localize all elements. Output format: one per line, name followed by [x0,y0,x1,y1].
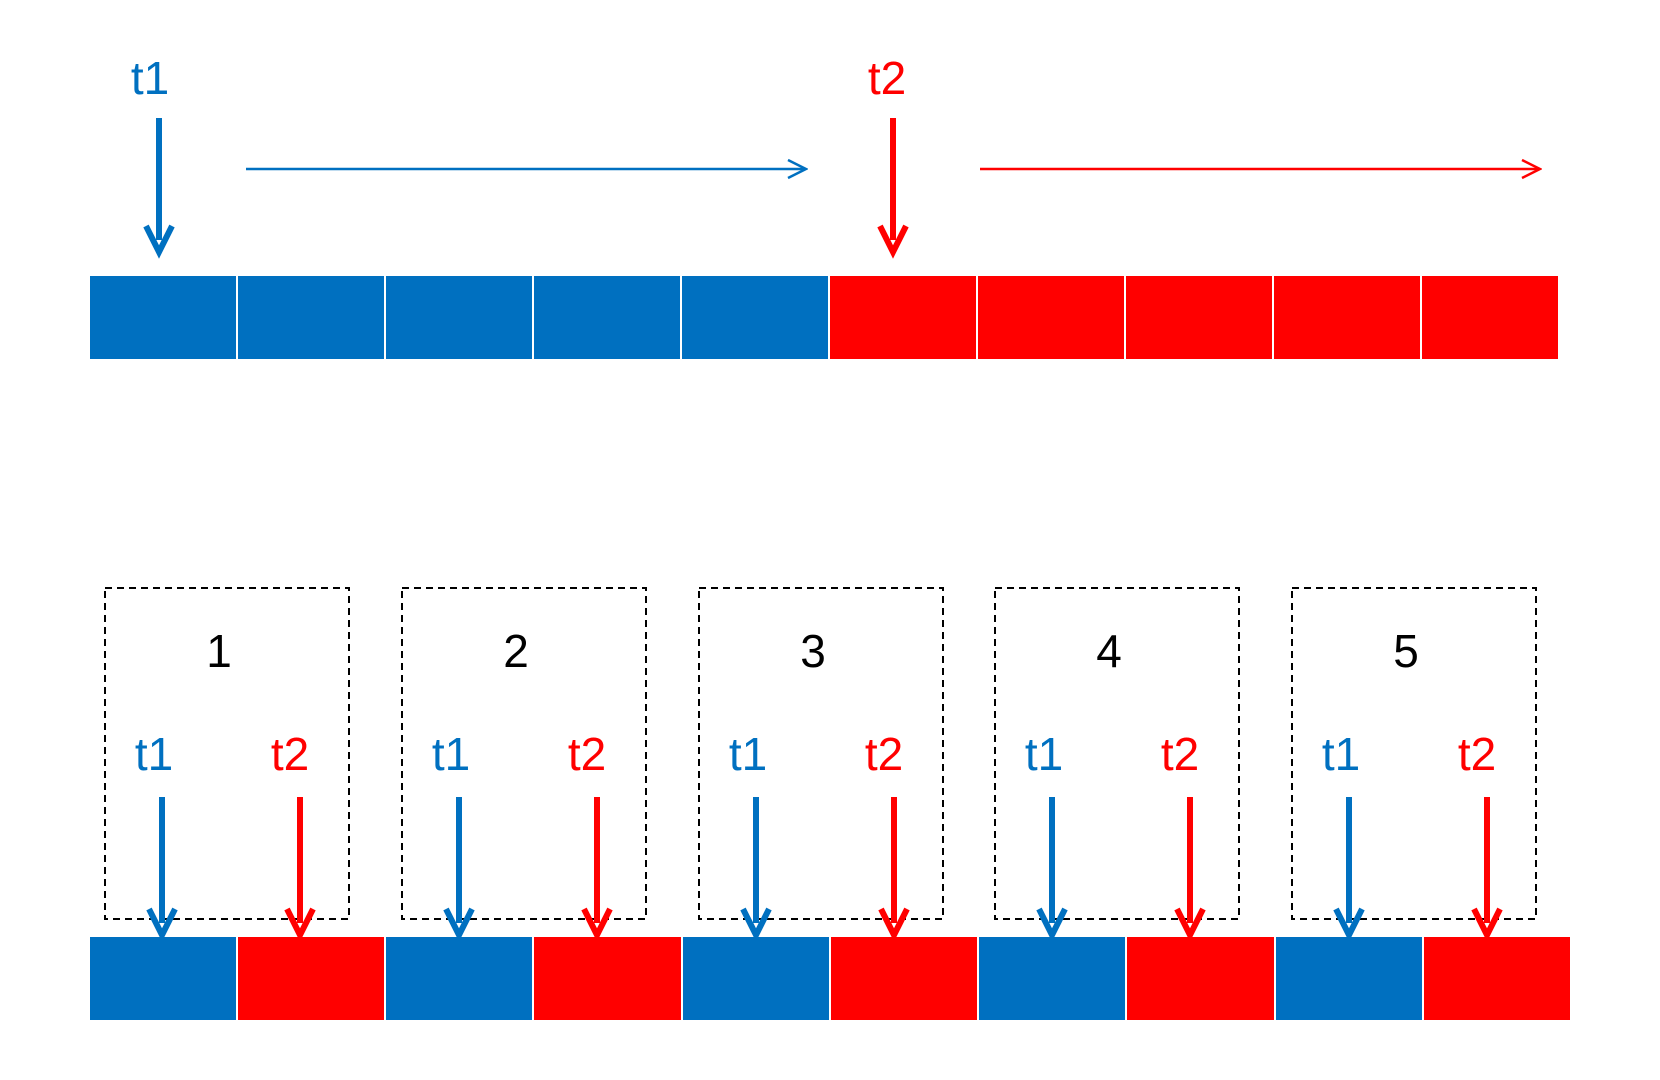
top-cell-6 [830,276,976,359]
top-cell-10 [1422,276,1558,359]
group-t1-label: t1 [1025,728,1063,780]
group-t2-label: t2 [865,728,903,780]
group-number: 1 [206,625,232,677]
group-5: 5 t1 t2 [1291,587,1537,942]
group-t2-label: t2 [1458,728,1496,780]
top-t1-down-arrow-icon [143,118,175,259]
group-t2-down-arrow-icon [581,797,613,942]
group-1: 1 t1 t2 [104,587,350,942]
top-cell-4 [534,276,680,359]
bottom-cell-4 [534,937,681,1020]
group-t1-down-arrow-icon [1036,797,1068,942]
group-dashed-box [104,587,350,920]
group-number: 4 [1096,625,1122,677]
group-3: 3 t1 t2 [698,587,944,942]
group-dashed-box [698,587,944,920]
group-number: 2 [503,625,529,677]
top-t1-label: t1 [131,52,169,104]
top-cell-3 [386,276,532,359]
bottom-cell-1 [90,937,236,1020]
group-t1-label: t1 [1322,728,1360,780]
bottom-cell-7 [979,937,1125,1020]
top-cell-7 [978,276,1124,359]
bottom-cell-10 [1424,937,1570,1020]
group-t2-down-arrow-icon [1471,797,1503,942]
bottom-cell-2 [238,937,384,1020]
group-dashed-box [994,587,1240,920]
bottom-cell-8 [1127,937,1274,1020]
group-4: 4 t1 t2 [994,587,1240,942]
top-cell-strip [90,276,1558,359]
bottom-section: 1 t1 t2 2 t1 t2 3 t1 t2 4 t1 t2 5 t1 t2 [90,587,1570,1020]
group-2: 2 t1 t2 [401,587,647,942]
group-t1-down-arrow-icon [1333,797,1365,942]
bottom-cell-6 [831,937,977,1020]
bottom-cell-5 [683,937,829,1020]
bottom-cell-3 [386,937,532,1020]
group-dashed-box [401,587,647,920]
group-t2-down-arrow-icon [1174,797,1206,942]
top-section: t1 t2 [90,52,1558,359]
bottom-cell-strip [90,937,1570,1020]
group-t1-label: t1 [729,728,767,780]
group-number: 3 [800,625,826,677]
group-t2-label: t2 [271,728,309,780]
top-cell-8 [1126,276,1272,359]
top-t2-down-arrow-icon [877,118,909,259]
group-t2-label: t2 [568,728,606,780]
top-t2-label: t2 [868,52,906,104]
group-t1-down-arrow-icon [146,797,178,942]
group-number: 5 [1393,625,1419,677]
top-cell-5 [682,276,828,359]
group-t2-label: t2 [1161,728,1199,780]
bottom-cell-9 [1276,937,1422,1020]
top-cell-9 [1274,276,1420,359]
group-t1-down-arrow-icon [740,797,772,942]
bottom-group-list: 1 t1 t2 2 t1 t2 3 t1 t2 4 t1 t2 5 t1 t2 [104,587,1537,942]
group-dashed-box [1291,587,1537,920]
top-cell-2 [238,276,384,359]
group-t1-label: t1 [135,728,173,780]
group-t2-down-arrow-icon [878,797,910,942]
group-t1-down-arrow-icon [443,797,475,942]
top-cell-1 [90,276,236,359]
group-t2-down-arrow-icon [284,797,316,942]
group-t1-label: t1 [432,728,470,780]
